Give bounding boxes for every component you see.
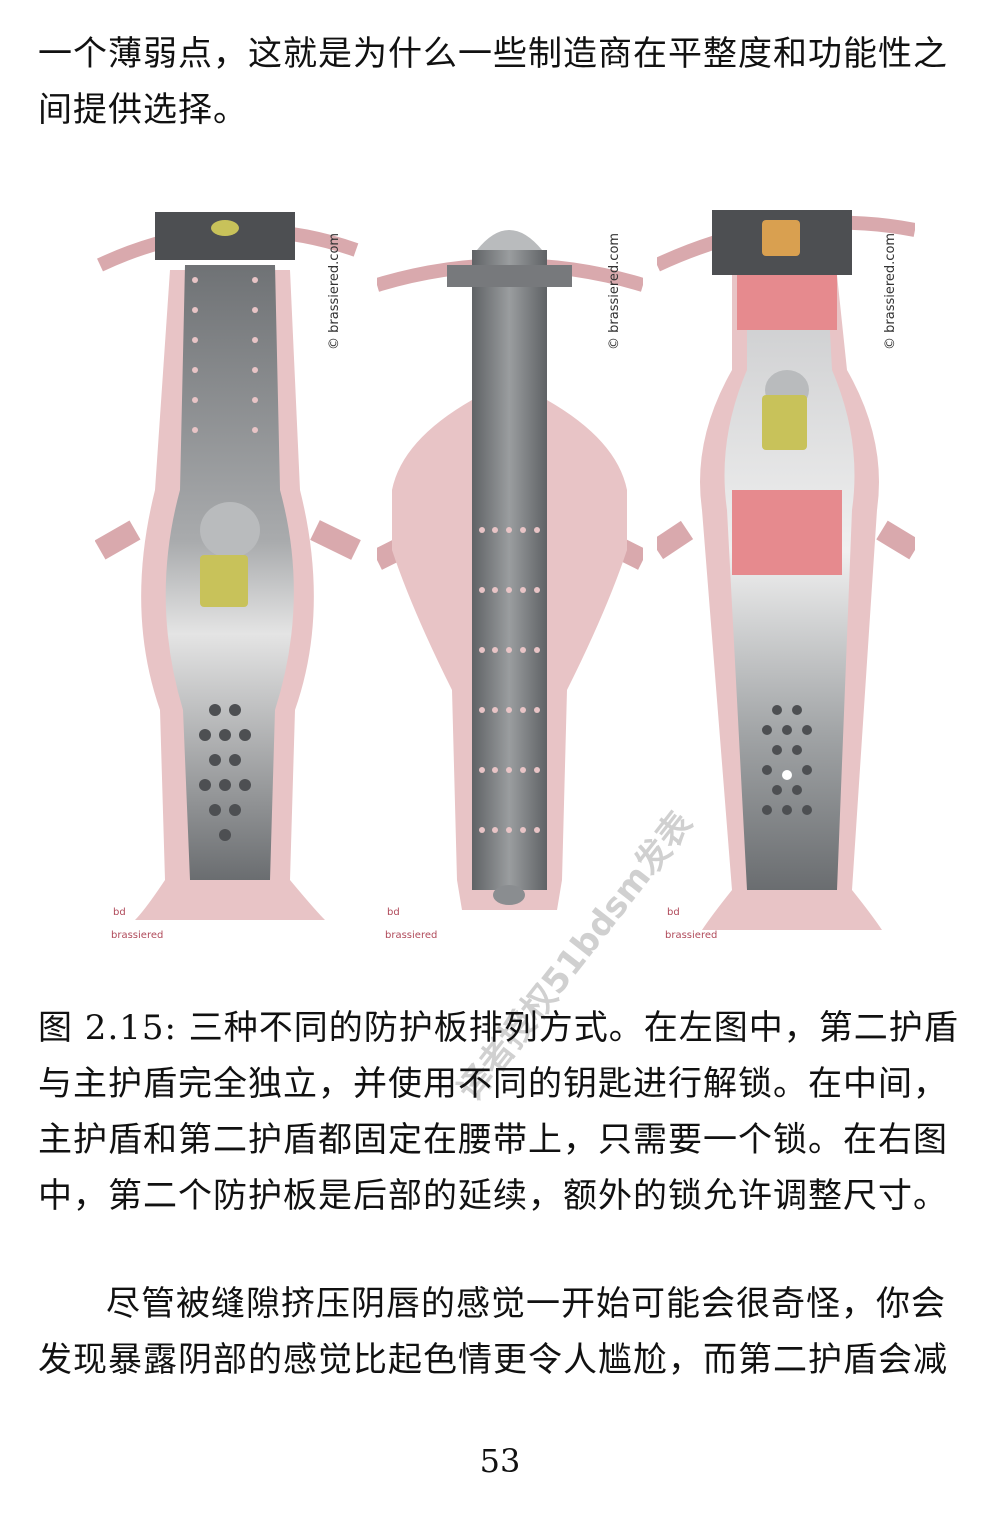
- figure-caption: 图 2.15: 三种不同的防护板排列方式。在左图中，第二护盾 与主护盾完全独立，…: [38, 1000, 966, 1224]
- belt-middle-image: bd brassiered: [372, 230, 648, 941]
- figure-chastity-belts: bd brassiered © brassiered.com: [94, 190, 921, 1109]
- belt-left-image: bd brassiered: [94, 212, 361, 941]
- logo-mark: bd: [667, 907, 680, 918]
- logo-mark: bd: [113, 907, 126, 918]
- logo-word: brassiered: [111, 930, 163, 941]
- figure-panel-right: bd brassiered © brassiered.com: [650, 190, 923, 950]
- intro-line: 间提供选择。: [38, 90, 248, 130]
- caption-line: 中，第二个防护板是后部的延续，额外的锁允许调整尺寸。: [38, 1176, 948, 1216]
- paragraph-line: 发现暴露阴部的感觉比起色情更令人尴尬，而第二护盾会减: [38, 1340, 948, 1380]
- page-number: 53: [479, 1442, 521, 1480]
- intro-paragraph: 一个薄弱点，这就是为什么一些制造商在平整度和功能性之 间提供选择。: [38, 26, 966, 138]
- intro-line: 一个薄弱点，这就是为什么一些制造商在平整度和功能性之: [38, 34, 948, 74]
- credit-text: © brassiered.com: [607, 232, 622, 350]
- credit-text: © brassiered.com: [327, 232, 342, 350]
- caption-line: 图 2.15: 三种不同的防护板排列方式。在左图中，第二护盾: [38, 1008, 959, 1048]
- caption-line: 与主护盾完全独立，并使用不同的钥匙进行解锁。在中间，: [38, 1064, 948, 1104]
- body-paragraph: 尽管被缝隙挤压阴唇的感觉一开始可能会很奇怪，你会 发现暴露阴部的感觉比起色情更令…: [38, 1276, 966, 1388]
- figure-panel-left: bd brassiered © brassiered.com: [94, 190, 361, 950]
- logo-word: brassiered: [385, 930, 437, 941]
- figure-panel-middle: bd brassiered © brassiered.com: [372, 190, 648, 950]
- logo-mark: bd: [387, 907, 400, 918]
- caption-line: 主护盾和第二护盾都固定在腰带上，只需要一个锁。在右图: [38, 1120, 948, 1160]
- credit-text: © brassiered.com: [883, 232, 898, 350]
- belt-right-image: bd brassiered: [650, 210, 921, 941]
- logo-word: brassiered: [665, 930, 717, 941]
- paragraph-line: 尽管被缝隙挤压阴唇的感觉一开始可能会很奇怪，你会: [106, 1284, 946, 1324]
